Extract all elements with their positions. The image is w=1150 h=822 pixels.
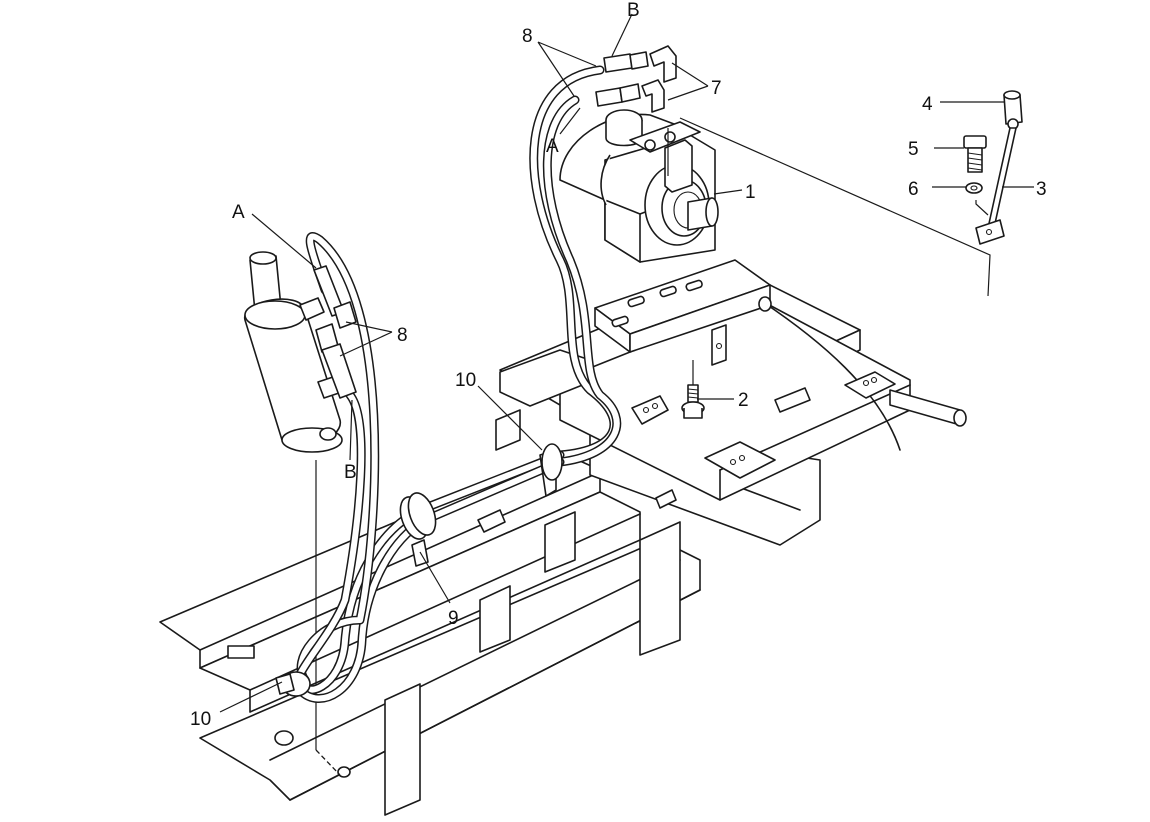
callout-2: 2 — [738, 390, 749, 411]
mount-bolt — [681, 360, 705, 419]
callout-5: 5 — [908, 139, 919, 160]
callout-b-top: B — [627, 0, 640, 21]
callout-a-left: A — [232, 202, 245, 223]
callout-8-top: 8 — [522, 26, 533, 47]
callout-7: 7 — [711, 78, 722, 99]
callout-10-bottom: 10 — [190, 709, 211, 730]
callout-10-mid: 10 — [455, 370, 476, 391]
callout-b-left: B — [344, 462, 357, 483]
callout-6: 6 — [908, 179, 919, 200]
chassis-frame — [159, 269, 967, 816]
control-lever — [667, 90, 1023, 297]
callout-4: 4 — [922, 94, 933, 115]
callout-labels: 1 2 3 4 5 6 7 8 8 9 10 10 A A B B — [190, 0, 1047, 730]
callout-8-left: 8 — [397, 325, 408, 346]
leader-lines — [219, 13, 1034, 713]
hydraulic-motor — [559, 109, 719, 263]
callout-3: 3 — [1036, 179, 1047, 200]
motor-mount-bracket — [594, 259, 772, 366]
callout-a-top: A — [546, 136, 559, 157]
callout-9: 9 — [448, 608, 459, 629]
callout-1: 1 — [745, 182, 756, 203]
hydraulic-hoses — [275, 45, 677, 703]
hydraulic-cylinder — [244, 251, 343, 776]
